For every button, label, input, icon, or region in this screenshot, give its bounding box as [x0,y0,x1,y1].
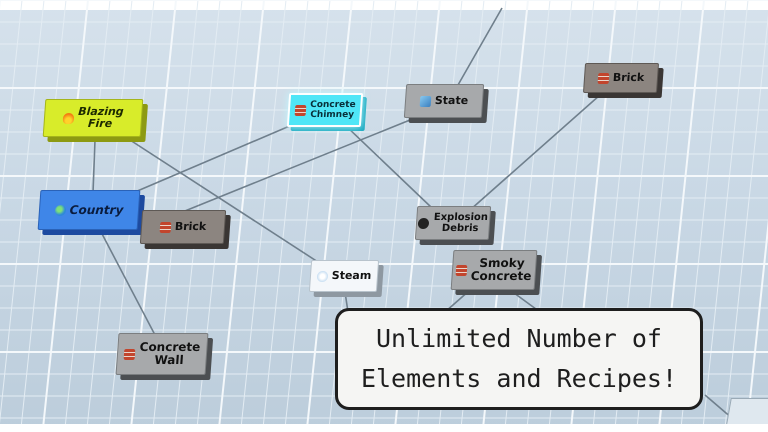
element-label: Debris [441,223,479,234]
brick-icon [123,348,136,360]
element-brick-top[interactable]: Brick [582,63,660,93]
element-label: Concrete [470,269,532,283]
element-label: Smoky [478,256,526,270]
link-country-chimney [134,124,293,193]
bottom-border [0,424,768,432]
element-label: Brick [174,220,207,233]
element-label: Concrete [139,340,201,354]
banner-line-2: Elements and Recipes! [360,364,678,393]
element-label: Country [69,203,124,217]
element-label: Wall [154,353,185,367]
banner-line-1: Unlimited Number of [376,324,662,353]
steam-icon [316,270,329,282]
link-fire-steam [129,139,319,263]
element-label: State [434,94,469,107]
globe-icon [54,204,67,216]
element-steam[interactable]: Steam [308,260,380,292]
element-label: Chimney [309,110,355,120]
brick-icon [455,264,468,276]
link-chimney-debris [344,124,433,209]
link-brick-state [174,119,411,216]
link-fire-country [92,139,96,194]
element-brick-mid[interactable]: Brick [139,210,227,244]
element-label: Brick [612,71,645,84]
element-country[interactable]: Country [37,190,141,230]
brick-icon [597,72,610,84]
element-label: Concrete [309,100,356,110]
promo-banner: Unlimited Number of Elements and Recipes… [335,308,703,410]
link-state-up [457,7,503,86]
state-icon [419,95,432,107]
link-brick-debris [469,94,601,211]
brick-icon [294,104,307,116]
link-country-wall [99,229,156,336]
element-label: Fire [87,117,113,130]
element-label: Explosion [433,212,489,223]
bomb-icon [418,217,430,229]
brick-icon [159,221,172,233]
element-state[interactable]: State [403,84,485,118]
fire-icon [62,112,75,124]
element-label: Steam [331,269,372,282]
